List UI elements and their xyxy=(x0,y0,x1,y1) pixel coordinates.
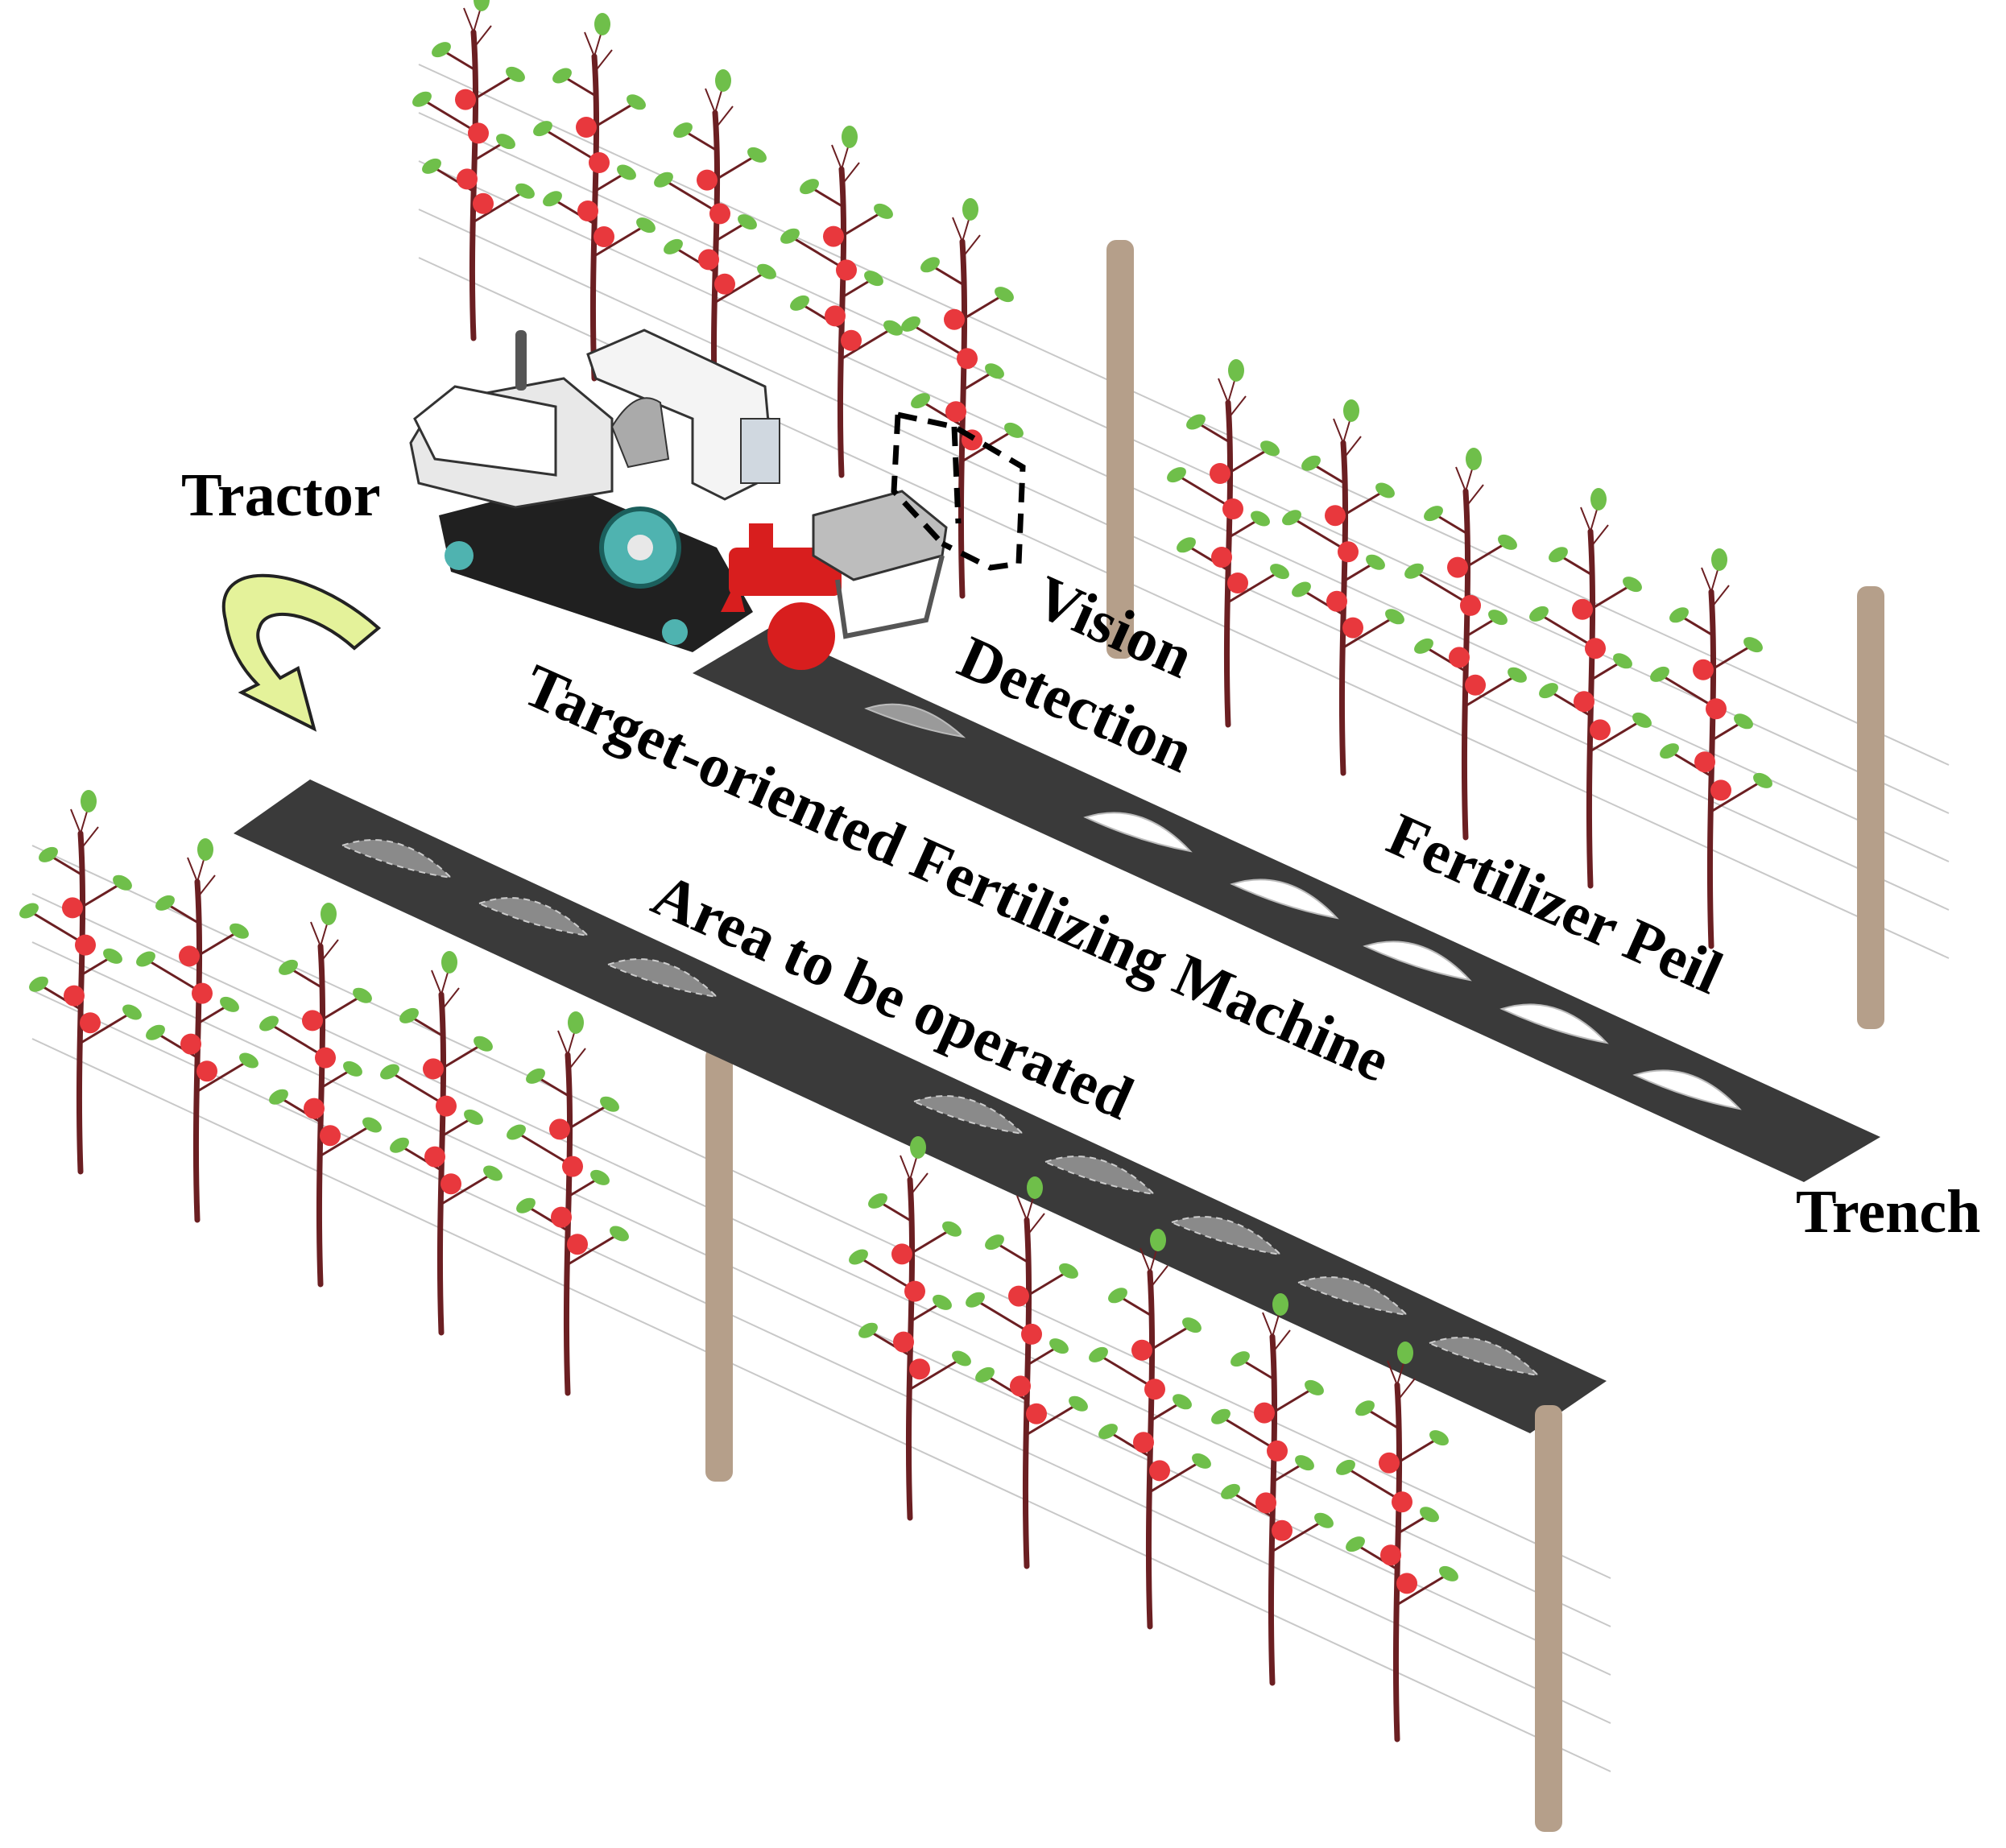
tractor-cab xyxy=(586,329,775,501)
apple-tree xyxy=(1282,399,1404,776)
unprocessed-hole xyxy=(606,958,719,998)
unprocessed-hole xyxy=(340,839,453,879)
trellis-wire xyxy=(418,64,1950,766)
trellis-wire xyxy=(31,941,1611,1676)
apple-tree xyxy=(136,838,259,1223)
unprocessed-hole xyxy=(477,897,590,937)
trellis-wire xyxy=(31,1038,1611,1772)
apple-tree xyxy=(380,951,503,1336)
apple-tree xyxy=(412,0,535,341)
rotary-tiller xyxy=(721,523,842,670)
apple-tree xyxy=(1167,359,1289,728)
exhaust-pipe xyxy=(515,330,527,391)
unprocessed-hole xyxy=(1296,1276,1409,1317)
trellis-wire xyxy=(418,209,1950,911)
track-rollers xyxy=(445,541,688,645)
fertilizer-pile xyxy=(1632,1069,1742,1110)
unprocessed-hole xyxy=(1169,1216,1283,1256)
curved-arrow-icon xyxy=(221,573,382,732)
fertilizer-pile xyxy=(1230,879,1339,920)
fertilizer-pile xyxy=(1499,1003,1609,1044)
hopper-frame xyxy=(835,555,945,639)
unprocessed-holes xyxy=(340,839,1541,1377)
apple-tree xyxy=(966,1176,1088,1569)
apple-tree xyxy=(901,198,1024,599)
trellis-wire xyxy=(31,990,1611,1724)
trellis-wire xyxy=(31,893,1611,1627)
apple-tree xyxy=(1404,448,1527,841)
trellis-wire xyxy=(418,112,1950,814)
unprocessed-hole xyxy=(912,1095,1025,1135)
apple-tree xyxy=(1650,548,1772,949)
apple-tree xyxy=(780,126,903,478)
lower-right-tree-row xyxy=(849,1136,1458,1743)
trellis-post xyxy=(1857,586,1884,1029)
apple-tree xyxy=(1336,1342,1458,1743)
trellis-wire xyxy=(418,160,1950,862)
fertilizer-piles xyxy=(864,703,1742,1110)
apple-tree xyxy=(1529,488,1652,889)
fertilizer-hopper xyxy=(812,490,948,581)
trellis-post xyxy=(705,1047,733,1482)
apple-tree xyxy=(533,13,656,382)
apple-tree xyxy=(259,903,382,1288)
apple-tree xyxy=(1211,1293,1334,1686)
unprocessed-hole xyxy=(1427,1337,1541,1377)
unprocessed-trench-strip xyxy=(234,779,1607,1433)
tractor-hood xyxy=(413,385,557,477)
seat xyxy=(610,397,670,469)
trench-label: Trench xyxy=(1796,1178,1980,1246)
apple-tree xyxy=(19,790,142,1175)
fertilizer-pile xyxy=(1363,941,1472,982)
trellis-post xyxy=(1535,1405,1562,1832)
upper-tree-row xyxy=(412,0,1772,949)
lower-left-tree-row xyxy=(19,790,629,1396)
cab-panel xyxy=(740,418,780,484)
fertilizer-pile xyxy=(1083,812,1193,853)
trellis-post xyxy=(1106,240,1134,659)
crawler-track xyxy=(439,483,753,652)
apple-tree xyxy=(849,1136,971,1521)
apple-tree xyxy=(507,1011,629,1396)
fertilizer-pile xyxy=(864,703,966,738)
unprocessed-hole xyxy=(1043,1156,1156,1196)
tractor-label: Tractor xyxy=(181,461,381,529)
tractor-machine xyxy=(409,329,948,670)
apple-tree xyxy=(1089,1229,1211,1630)
dashed-box-icon xyxy=(891,411,1026,571)
